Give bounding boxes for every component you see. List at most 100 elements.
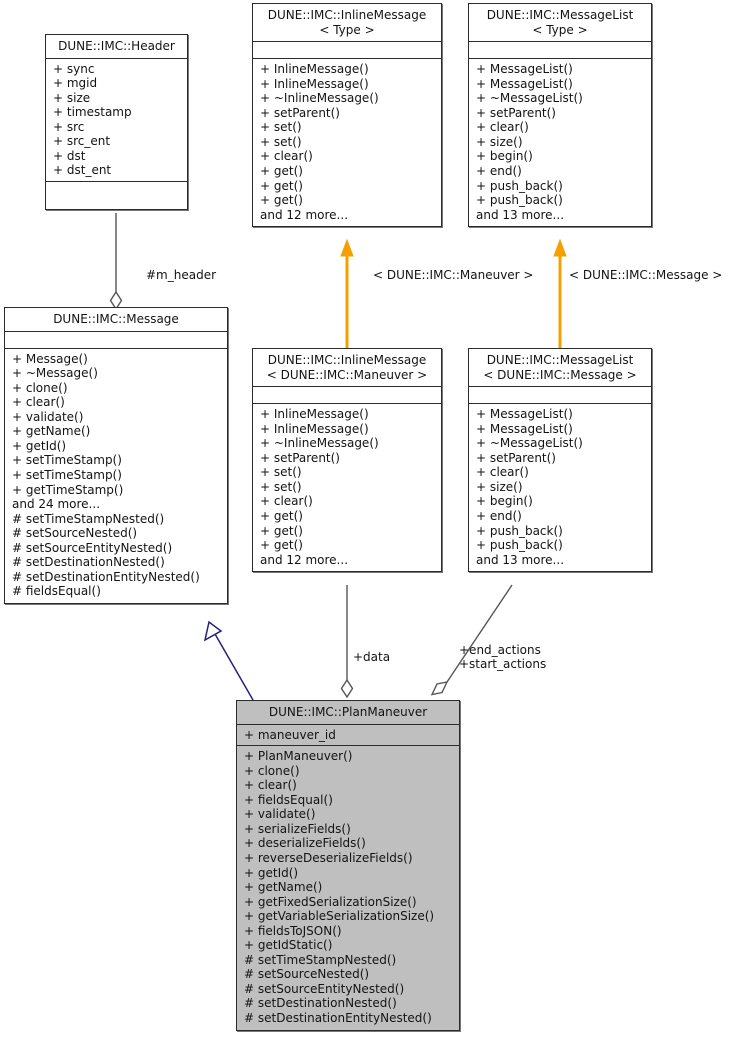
- operation-row: + clear(): [260, 149, 313, 164]
- operation-row: + get(): [260, 178, 303, 193]
- class-box-message-list-type[interactable]: DUNE::IMC::MessageList< Type > + Message…: [468, 3, 652, 228]
- edge-label-m-header: #m_header: [146, 268, 217, 282]
- operation-row: + clear(): [244, 778, 297, 793]
- operation-row: + getFixedSerializationSize(): [244, 894, 417, 909]
- operation-row: + get(): [260, 538, 303, 553]
- operation-row-more: and 13 more...: [476, 552, 565, 567]
- operation-row: # setTimeStampNested(): [12, 511, 165, 526]
- class-box-message[interactable]: DUNE::IMC::Message + Message() + ~Messag…: [4, 307, 228, 604]
- operation-row: + ~InlineMessage(): [260, 436, 379, 451]
- operation-row: + set(): [260, 479, 302, 494]
- operation-row: + push_back(): [476, 538, 563, 553]
- operation-row: + getTimeStamp(): [12, 482, 124, 497]
- class-box-inline-message-maneuver[interactable]: DUNE::IMC::InlineMessage< DUNE::IMC::Man…: [252, 348, 442, 573]
- class-title-header: DUNE::IMC::Header: [46, 35, 187, 59]
- class-title-message: DUNE::IMC::Message: [5, 308, 227, 332]
- operation-row: + setParent(): [260, 105, 340, 120]
- class-operations-inline-message-maneuver: + InlineMessage() + InlineMessage() + ~I…: [253, 404, 441, 571]
- operation-row: + getName(): [12, 424, 91, 439]
- class-attributes-message-list-type: [469, 42, 651, 60]
- operation-row: + set(): [260, 120, 302, 135]
- operation-row: + set(): [260, 134, 302, 149]
- operation-row: # setTimeStampNested(): [244, 952, 397, 967]
- operation-row: + setParent(): [476, 105, 556, 120]
- operation-row: + clone(): [244, 763, 300, 778]
- operation-row: # fieldsEqual(): [12, 584, 101, 599]
- operation-row: + InlineMessage(): [260, 62, 369, 77]
- operation-row: + push_back(): [476, 178, 563, 193]
- operation-row: + reverseDeserializeFields(): [244, 850, 413, 865]
- operation-row: + getIdStatic(): [244, 938, 333, 953]
- class-box-header[interactable]: DUNE::IMC::Header + sync + mgid + size +…: [45, 34, 188, 210]
- operation-row: + validate(): [244, 807, 316, 822]
- operation-row: + serializeFields(): [244, 821, 351, 836]
- operation-row: # setSourceNested(): [244, 967, 370, 982]
- class-title-plan-maneuver: DUNE::IMC::PlanManeuver: [237, 701, 459, 725]
- operation-row: + clear(): [12, 395, 65, 410]
- class-box-message-list-message[interactable]: DUNE::IMC::MessageList< DUNE::IMC::Messa…: [468, 348, 652, 573]
- class-box-inline-message-type[interactable]: DUNE::IMC::InlineMessage< Type > + Inlin…: [252, 3, 442, 228]
- operation-row: + clear(): [476, 465, 529, 480]
- operation-row: + InlineMessage(): [260, 76, 369, 91]
- operation-row: + setParent(): [260, 450, 340, 465]
- operation-row-more: and 24 more...: [12, 497, 101, 512]
- attribute-row: + maneuver_id: [244, 727, 336, 742]
- operation-row: + begin(): [476, 149, 533, 164]
- operation-row: + MessageList(): [476, 407, 573, 422]
- class-attributes-header: + sync + mgid + size + timestamp + src +…: [46, 59, 187, 182]
- edge-label-message-binding: < DUNE::IMC::Message >: [569, 268, 723, 282]
- attribute-row: + size: [53, 90, 91, 105]
- operation-row: + ~MessageList(): [476, 91, 583, 106]
- operation-row: + size(): [476, 479, 523, 494]
- class-attributes-plan-maneuver: + maneuver_id: [237, 725, 459, 747]
- operation-row: + fieldsToJSON(): [244, 923, 342, 938]
- operation-row: + get(): [260, 509, 303, 524]
- class-title-inline-message-type: DUNE::IMC::InlineMessage< Type >: [253, 4, 441, 43]
- operation-row: + MessageList(): [476, 421, 573, 436]
- operation-row: + get(): [260, 164, 303, 179]
- edge-inheritance-message-planmaneuver: [203, 620, 254, 701]
- operation-row-more: and 12 more...: [260, 207, 349, 222]
- operation-row: + getVariableSerializationSize(): [244, 909, 435, 924]
- class-operations-inline-message-type: + InlineMessage() + InlineMessage() + ~I…: [253, 59, 441, 226]
- edge-label-maneuver-binding: < DUNE::IMC::Maneuver >: [373, 268, 534, 282]
- operation-row: + ~InlineMessage(): [260, 91, 379, 106]
- operation-row: # setDestinationEntityNested(): [244, 1010, 432, 1025]
- operation-row: + push_back(): [476, 523, 563, 538]
- operation-row: + clear(): [260, 494, 313, 509]
- edge-label-start-actions: +start_actions: [459, 657, 547, 671]
- class-operations-header: [46, 182, 187, 209]
- operation-row: + begin(): [476, 494, 533, 509]
- operation-row: # setDestinationNested(): [244, 996, 397, 1011]
- attribute-row: + src: [53, 119, 85, 134]
- class-box-plan-maneuver[interactable]: DUNE::IMC::PlanManeuver + maneuver_id + …: [236, 700, 460, 1031]
- operation-row: + push_back(): [476, 193, 563, 208]
- operation-row: + ~Message(): [12, 366, 98, 381]
- operation-row: + clone(): [12, 380, 68, 395]
- class-title-message-list-type: DUNE::IMC::MessageList< Type >: [469, 4, 651, 43]
- class-operations-message-list-type: + MessageList() + MessageList() + ~Messa…: [469, 59, 651, 226]
- class-attributes-inline-message-type: [253, 42, 441, 60]
- operation-row-more: and 13 more...: [476, 207, 565, 222]
- class-attributes-inline-message-maneuver: [253, 387, 441, 405]
- operation-row: + size(): [476, 134, 523, 149]
- operation-row: + PlanManeuver(): [244, 749, 353, 764]
- edge-template-inlinemessage: [340, 238, 354, 350]
- class-operations-message-list-message: + MessageList() + MessageList() + ~Messa…: [469, 404, 651, 571]
- operation-row: + set(): [260, 465, 302, 480]
- attribute-row: + timestamp: [53, 105, 132, 120]
- operation-row: + getId(): [244, 865, 299, 880]
- operation-row: + end(): [476, 164, 522, 179]
- operation-row: + setTimeStamp(): [12, 453, 122, 468]
- operation-row: + get(): [260, 523, 303, 538]
- edge-label-end-actions: +end_actions: [459, 643, 541, 657]
- class-operations-plan-maneuver: + PlanManeuver() + clone() + clear() + f…: [237, 746, 459, 1029]
- operation-row: + InlineMessage(): [260, 407, 369, 422]
- edge-data-aggregation: [340, 585, 354, 699]
- operation-row: + MessageList(): [476, 62, 573, 77]
- operation-row: # setSourceEntityNested(): [12, 540, 173, 555]
- class-title-message-list-message: DUNE::IMC::MessageList< DUNE::IMC::Messa…: [469, 349, 651, 388]
- operation-row: + Message(): [12, 351, 88, 366]
- operation-row: + setParent(): [476, 450, 556, 465]
